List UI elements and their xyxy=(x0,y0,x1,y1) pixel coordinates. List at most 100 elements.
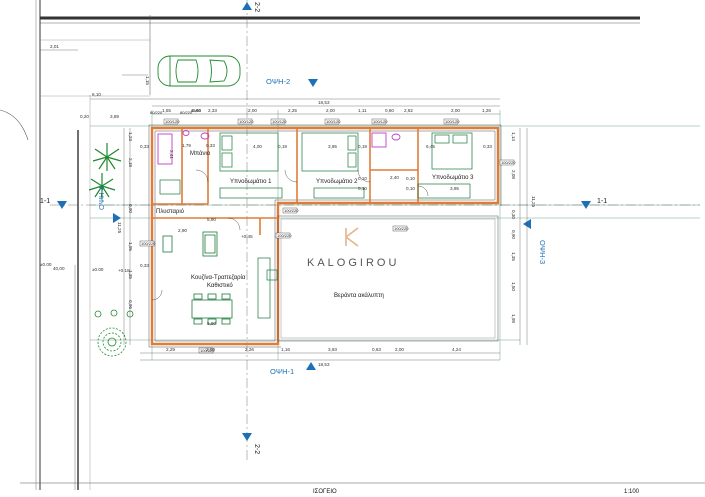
room-label-bedroom2: Υπνοδωμάτιο 2 xyxy=(316,178,358,185)
dim-kitchen-width: 5,90 xyxy=(207,321,216,326)
svg-text:0,63: 0,63 xyxy=(372,347,381,352)
svg-text:0,33: 0,33 xyxy=(206,143,215,148)
svg-text:0,10: 0,10 xyxy=(358,176,367,181)
drawing-scale: 1:100 xyxy=(624,489,640,495)
dim-road: 40,00 xyxy=(53,266,65,271)
svg-text:100/220: 100/220 xyxy=(284,208,299,213)
window-tag-labels: 100/120 100/120 100/120 100/120 100/120 … xyxy=(141,108,516,353)
dim-bottom-chain: 2,29 2,00 2,26 1,16 3,93 0,63 2,00 4,24 xyxy=(166,347,461,352)
svg-text:2,18: 2,18 xyxy=(128,158,133,167)
svg-text:100/120: 100/120 xyxy=(326,119,341,124)
svg-text:1,35: 1,35 xyxy=(128,270,133,279)
svg-text:0,60: 0,60 xyxy=(385,108,394,113)
room-label-bedroom3: Υπνοδωμάτιο 3 xyxy=(432,174,474,181)
dim-car: 1,15 xyxy=(145,76,150,85)
svg-text:100/120: 100/120 xyxy=(373,119,388,124)
svg-text:1,98: 1,98 xyxy=(511,314,516,323)
svg-text:1,26: 1,26 xyxy=(482,108,491,113)
svg-text:1,14: 1,14 xyxy=(511,132,516,141)
svg-text:2,41: 2,41 xyxy=(169,150,174,159)
dim-interior: 4,00 3,95 6,45 3,95 2,40 5,90 2,90 0,33 … xyxy=(140,143,492,326)
company-logo: KALOGIROU xyxy=(307,227,399,269)
svg-text:1,55: 1,55 xyxy=(162,108,171,113)
svg-text:1,35: 1,35 xyxy=(511,252,516,261)
svg-text:2,00: 2,00 xyxy=(206,347,215,352)
svg-text:1,11: 1,11 xyxy=(358,108,367,113)
shrub-icon xyxy=(94,309,134,357)
section-line-2-2 xyxy=(242,0,252,460)
svg-text:0,33: 0,33 xyxy=(140,263,149,268)
section-label-left: 1-1 xyxy=(40,198,50,205)
svg-text:100/220: 100/220 xyxy=(200,348,215,353)
section-label-top: 2-2 xyxy=(253,2,260,12)
dim-right-chain: 1,14 2,08 0,30 0,90 1,35 1,50 1,98 11,25 xyxy=(511,132,536,323)
svg-text:100/220: 100/220 xyxy=(394,226,409,231)
sofa-icon xyxy=(162,231,218,257)
svg-text:2,90: 2,90 xyxy=(178,228,187,233)
svg-text:1,16: 1,16 xyxy=(281,347,290,352)
dim-setback-right: 3,89 xyxy=(110,114,119,119)
svg-text:0,60: 0,60 xyxy=(192,108,201,113)
dim-top-chain: 1,55 0,60 2,33 2,00 2,25 2,00 1,11 0,60 … xyxy=(162,108,491,113)
svg-text:0,90: 0,90 xyxy=(128,204,133,213)
site-lines xyxy=(0,0,640,490)
svg-text:80/220: 80/220 xyxy=(180,110,193,115)
svg-text:100/220: 100/220 xyxy=(277,233,292,238)
svg-text:0,90: 0,90 xyxy=(511,230,516,239)
svg-text:6,45: 6,45 xyxy=(426,144,435,149)
svg-text:100/220: 100/220 xyxy=(141,241,156,246)
svg-text:11,25: 11,25 xyxy=(531,196,536,208)
svg-text:2,82: 2,82 xyxy=(404,108,413,113)
svg-text:3,93: 3,93 xyxy=(328,347,337,352)
dining-table-icon xyxy=(191,293,233,325)
exterior-walls xyxy=(150,126,500,346)
elevation-arrow-icon xyxy=(113,79,531,370)
svg-text:0,10: 0,10 xyxy=(358,186,367,191)
svg-text:5,90: 5,90 xyxy=(207,217,216,222)
svg-text:0,10: 0,10 xyxy=(406,186,415,191)
elevation-label-bottom: ΟΨΗ-1 xyxy=(270,367,294,376)
svg-text:100/120: 100/120 xyxy=(165,119,180,124)
svg-text:4,00: 4,00 xyxy=(253,144,262,149)
svg-text:0,96: 0,96 xyxy=(128,300,133,309)
svg-text:2,00: 2,00 xyxy=(326,108,335,113)
dim-site-offset: 6,10 xyxy=(92,92,101,97)
svg-text:3,95: 3,95 xyxy=(450,186,459,191)
window-tags xyxy=(139,118,515,354)
room-label-bedroom1: Υπνοδωμάτιο 1 xyxy=(230,178,272,185)
dim-left-chain: 1,23 2,18 0,90 1,95 1,35 0,96 11,25 xyxy=(117,132,133,309)
svg-text:4,24: 4,24 xyxy=(452,347,461,352)
section-label-right: 1-1 xyxy=(597,198,607,205)
svg-text:100/220: 100/220 xyxy=(501,160,516,165)
room-label-veranda: Βεράντα ακάλυπτη xyxy=(334,292,384,299)
drawing-title: ΙΣΟΓΕΙΟ xyxy=(313,489,337,495)
dim-setback-left: 0,20 xyxy=(80,114,89,119)
elevation-label-right: ΟΨΗ-3 xyxy=(538,240,547,264)
svg-text:0,33: 0,33 xyxy=(483,144,492,149)
car-outline xyxy=(157,55,241,87)
level-inside: +0.45 xyxy=(241,234,253,239)
elevation-label-top: ΟΨΗ-2 xyxy=(266,77,290,86)
level-ground: ±0.00 xyxy=(92,267,104,272)
svg-text:100/120: 100/120 xyxy=(239,119,254,124)
svg-text:2,33: 2,33 xyxy=(208,108,217,113)
svg-text:11,25: 11,25 xyxy=(117,222,122,234)
svg-text:2,00: 2,00 xyxy=(451,108,460,113)
svg-text:3,95: 3,95 xyxy=(328,144,337,149)
svg-text:2,26: 2,26 xyxy=(245,347,254,352)
logo-text: KALOGIROU xyxy=(307,257,399,269)
svg-text:0,30: 0,30 xyxy=(511,210,516,219)
svg-text:1,23: 1,23 xyxy=(128,132,133,141)
section-label-bottom: 2-2 xyxy=(253,444,260,454)
dim-car-offset: 2,01 xyxy=(50,44,59,49)
kitchen-counter xyxy=(159,179,278,319)
svg-text:0,19: 0,19 xyxy=(358,144,367,149)
section-line-1-1 xyxy=(50,201,700,209)
dim-total-top: 18,53 xyxy=(318,100,330,105)
svg-text:0,10: 0,10 xyxy=(406,176,415,181)
dim-total-bottom: 18,53 xyxy=(318,362,330,367)
wall-outline xyxy=(148,124,502,348)
svg-text:2,00: 2,00 xyxy=(248,108,257,113)
room-label-bathroom: Μπάνιο xyxy=(190,150,211,157)
